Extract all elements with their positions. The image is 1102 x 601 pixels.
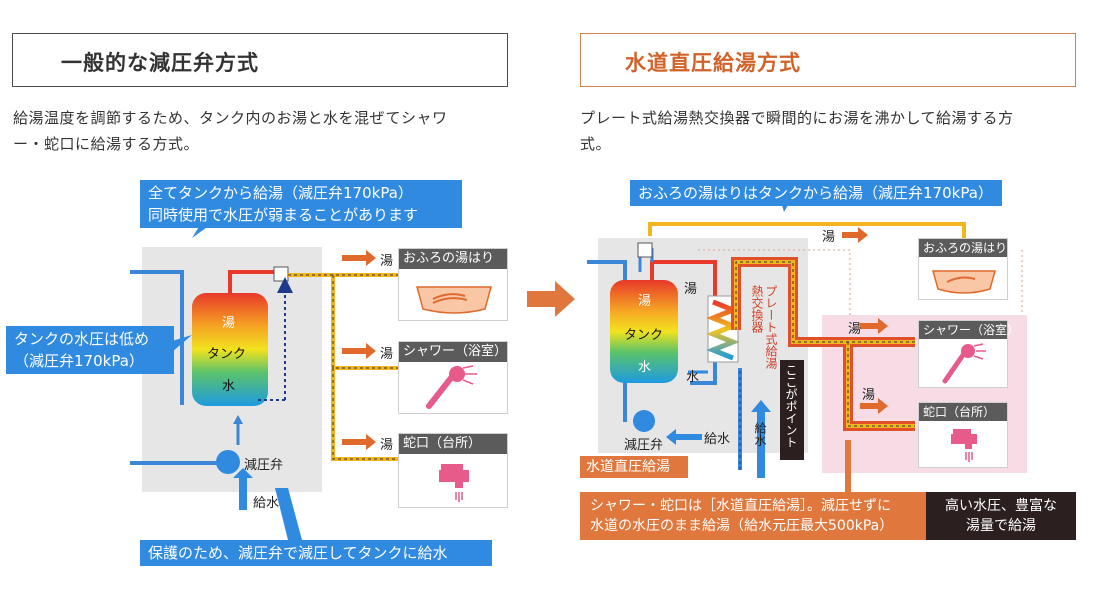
- right-top-valve: [637, 242, 653, 258]
- right-tank: [610, 280, 678, 383]
- right-shower-icon: [942, 343, 986, 384]
- right-output-faucet: 蛇口（台所）: [918, 402, 1008, 468]
- right-hot-label-bath: 湯: [822, 230, 836, 245]
- right-bath-pipe: [648, 222, 966, 242]
- right-title-blank: [819, 43, 1039, 77]
- left-title-box: 一般的な減圧弁方式: [12, 33, 508, 87]
- left-mix-valve: [273, 266, 289, 282]
- left-callout-top: 全てタンクから給湯（減圧弁170kPa） 同時使用で水圧が弱まることがあります: [140, 180, 462, 228]
- right-big-supply-arrow: [751, 400, 771, 478]
- right-description: プレート式給湯熱交換器で瞬間的にお湯を沸かして給湯する方 式。: [580, 109, 1014, 153]
- right-hot-pipe: [650, 260, 717, 300]
- left-hot-label-3: 湯: [380, 438, 394, 453]
- right-hot-in-tank: 湯: [684, 282, 698, 297]
- right-hot-arrow-shower: [860, 318, 888, 334]
- right-supply-label-v: 給水: [753, 422, 767, 446]
- right-output-bath: おふろの湯はり: [918, 238, 1008, 300]
- right-title-box: 水道直圧給湯方式: [580, 33, 1076, 87]
- left-reducing-valve: [216, 450, 240, 474]
- left-output-shower: シャワー（浴室）: [398, 341, 508, 414]
- right-tank-hot: 湯: [638, 294, 652, 309]
- left-output-faucet: 蛇口（台所）: [398, 433, 508, 508]
- right-valve-label: 減圧弁: [624, 438, 664, 453]
- right-bathtub-icon: [932, 270, 996, 294]
- right-tank-label: タンク: [624, 328, 664, 343]
- left-tank-label: タンク: [207, 347, 247, 362]
- left-hot-label-2: 湯: [380, 347, 394, 362]
- bathtub-icon: [416, 286, 492, 314]
- point-box: [780, 360, 804, 460]
- left-tank: [192, 293, 268, 406]
- left-output-bath: おふろの湯はり: [398, 248, 508, 321]
- left-hot-arrow-1: [342, 250, 376, 266]
- right-supply-label-h: 給水: [704, 432, 731, 447]
- left-callout-pointer-left: [172, 335, 192, 352]
- left-tank-hot: 湯: [222, 316, 236, 331]
- left-callout-pointer-top: [192, 225, 210, 238]
- left-title-blank: [289, 43, 469, 77]
- right-hot-label-shower: 湯: [848, 322, 862, 337]
- right-reducing-valve: [633, 410, 655, 432]
- shower-icon: [426, 365, 477, 409]
- right-hot-arrow-faucet: [860, 398, 888, 414]
- left-big-supply-arrow: [233, 468, 253, 510]
- right-hot-label-faucet: 湯: [862, 388, 876, 403]
- exchanger-label: プレート式給湯熱交換器: [750, 285, 778, 369]
- left-supply-label: 給水: [253, 496, 280, 511]
- transition-arrow: [527, 281, 575, 317]
- right-callout-dark: 高い水圧、豊富な 湯量で給湯: [926, 492, 1076, 540]
- left-hot-arrow-2: [342, 343, 376, 359]
- right-output-shower: シャワー（浴室）: [918, 320, 1019, 388]
- direct-pressure-label: 水道直圧給湯: [580, 456, 688, 478]
- point-label: ここがポイント: [784, 364, 798, 448]
- left-hot-arrow-3: [342, 434, 376, 450]
- right-tank-cold: 水: [638, 360, 652, 375]
- left-title: 一般的な減圧弁方式: [61, 51, 259, 75]
- left-callout-pointer-bottom: [275, 488, 302, 540]
- left-callout-left: タンクの水圧は低め （減圧弁170kPa）: [6, 326, 174, 374]
- left-cold-pipe: [130, 270, 230, 465]
- left-tank-cold: 水: [222, 379, 236, 394]
- left-hot-pipe: [228, 270, 282, 293]
- right-title: 水道直圧給湯方式: [625, 51, 801, 75]
- left-description: 給湯温度を調節するため、タンク内のお湯と水を混ぜてシャワ ー・蛇口に給湯する方式…: [13, 109, 448, 153]
- right-cold-in-tank: 水: [686, 370, 700, 385]
- faucet-icon: [439, 464, 469, 502]
- left-callout-bottom: 保護のため、減圧弁で減圧してタンクに給水: [140, 540, 492, 566]
- left-hot-label-1: 湯: [380, 254, 394, 269]
- right-callout-bottom: シャワー・蛇口は［水道直圧給湯］。減圧せずに 水道の水圧のまま給湯（給水元圧最大…: [580, 492, 926, 540]
- left-valve-label: 減圧弁: [244, 458, 284, 473]
- right-callout-top: おふろの湯はりはタンクから給湯（減圧弁170kPa）: [630, 180, 1002, 206]
- right-supply-arrow: [666, 429, 702, 445]
- right-faucet-icon: [951, 429, 977, 462]
- right-hot-arrow-bath: [842, 227, 868, 243]
